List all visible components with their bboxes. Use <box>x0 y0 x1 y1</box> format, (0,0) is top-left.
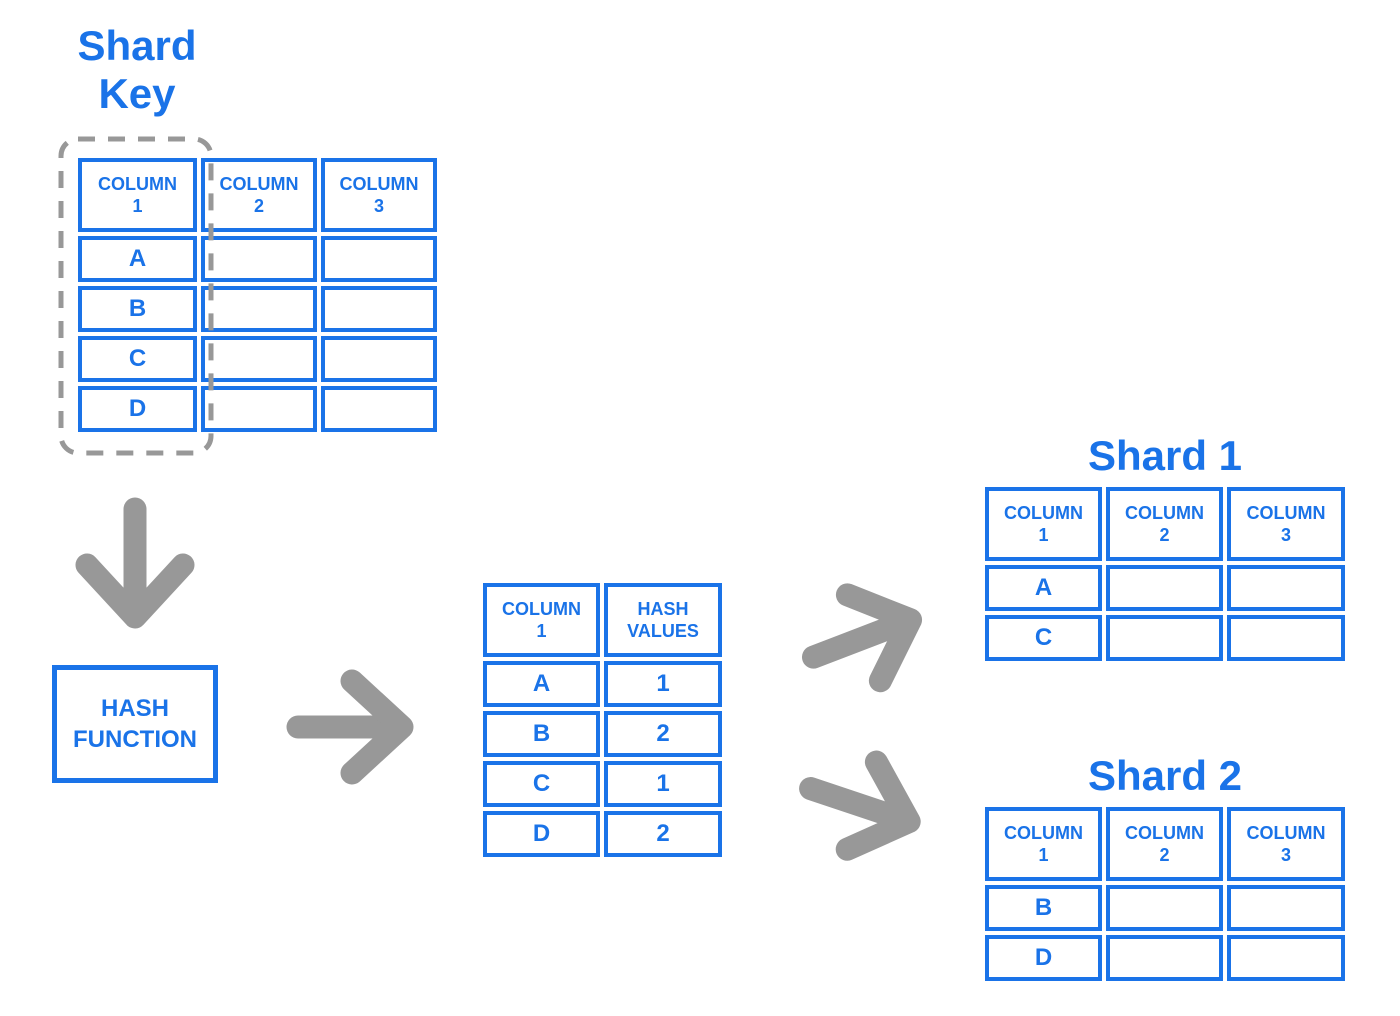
right-arrow-icon <box>286 669 414 785</box>
header-cell: COLUMN 3 <box>1227 807 1345 881</box>
header-cell: COLUMN 1 <box>78 158 197 232</box>
down-arrow-icon <box>75 497 195 629</box>
header-cell: COLUMN 3 <box>1227 487 1345 561</box>
data-cell <box>1227 935 1345 981</box>
data-cell <box>321 286 437 332</box>
header-cell: COLUMN 1 <box>985 807 1102 881</box>
data-cell: D <box>483 811 600 857</box>
data-cell: 1 <box>604 761 722 807</box>
data-cell <box>201 336 317 382</box>
data-cell <box>1227 565 1345 611</box>
header-cell: COLUMN 2 <box>1106 807 1223 881</box>
data-cell <box>321 336 437 382</box>
data-cell: C <box>985 615 1102 661</box>
data-cell: 2 <box>604 811 722 857</box>
data-cell: B <box>78 286 197 332</box>
data-cell <box>1106 935 1223 981</box>
hash-values-table: COLUMN 1 HASH VALUES A 1 B 2 C 1 D 2 <box>483 583 722 857</box>
header-cell: COLUMN 1 <box>483 583 600 657</box>
data-cell: 2 <box>604 711 722 757</box>
header-cell: HASH VALUES <box>604 583 722 657</box>
down-right-arrow-icon <box>799 750 921 861</box>
data-cell <box>201 386 317 432</box>
up-right-arrow-icon <box>801 583 923 693</box>
header-cell: COLUMN 1 <box>985 487 1102 561</box>
data-cell <box>321 236 437 282</box>
data-cell: C <box>483 761 600 807</box>
data-cell: A <box>985 565 1102 611</box>
data-cell: D <box>78 386 197 432</box>
data-cell <box>201 236 317 282</box>
shard-key-title: Shard Key <box>77 22 197 117</box>
source-table: COLUMN 1 COLUMN 2 COLUMN 3 A B C D <box>78 158 437 432</box>
header-cell: COLUMN 3 <box>321 158 437 232</box>
data-cell: D <box>985 935 1102 981</box>
data-cell <box>1106 565 1223 611</box>
header-cell: COLUMN 2 <box>1106 487 1223 561</box>
data-cell: B <box>483 711 600 757</box>
data-cell: A <box>483 661 600 707</box>
data-cell <box>1106 885 1223 931</box>
shard2-table: COLUMN 1 COLUMN 2 COLUMN 3 B D <box>985 807 1345 981</box>
data-cell <box>201 286 317 332</box>
data-cell <box>321 386 437 432</box>
data-cell: 1 <box>604 661 722 707</box>
shard1-table: COLUMN 1 COLUMN 2 COLUMN 3 A C <box>985 487 1345 661</box>
shard2-title: Shard 2 <box>1087 752 1243 799</box>
data-cell: A <box>78 236 197 282</box>
data-cell <box>1106 615 1223 661</box>
data-cell <box>1227 615 1345 661</box>
shard1-title: Shard 1 <box>1087 432 1243 479</box>
hash-function-box: HASH FUNCTION <box>52 665 218 783</box>
header-cell: COLUMN 2 <box>201 158 317 232</box>
data-cell: B <box>985 885 1102 931</box>
data-cell <box>1227 885 1345 931</box>
data-cell: C <box>78 336 197 382</box>
